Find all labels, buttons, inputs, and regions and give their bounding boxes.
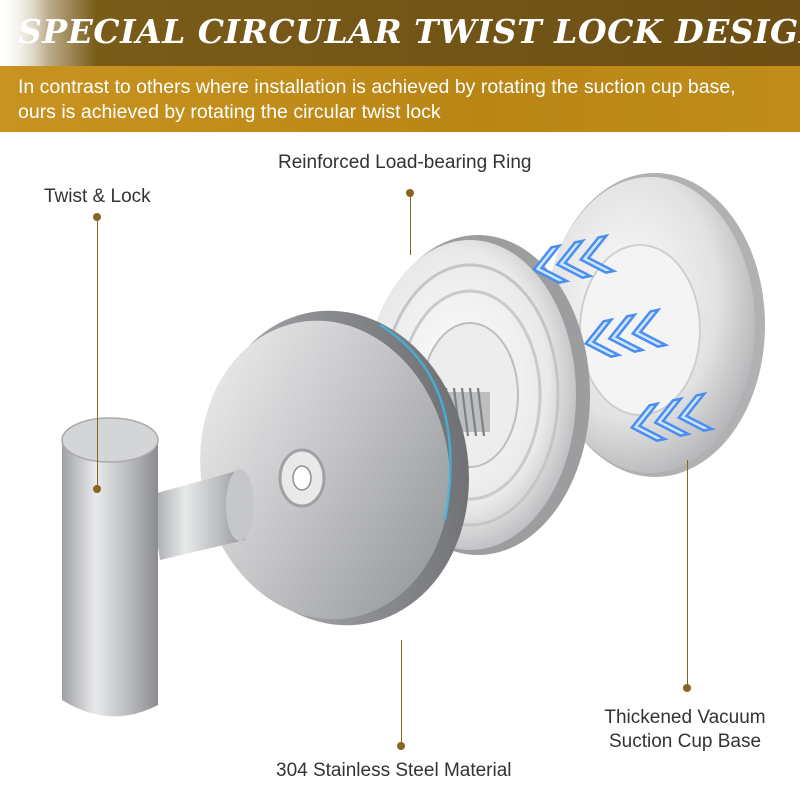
title-band — [0, 0, 800, 66]
callout-vacuum-base-line — [686, 460, 688, 686]
callout-twist-lock: Twist & Lock — [44, 186, 151, 207]
page-title: SPECIAL CIRCULAR TWIST LOCK DESIGN — [18, 12, 800, 51]
callout-twist-lock-end-dot — [93, 485, 101, 493]
page-subtitle: In contrast to others where installation… — [18, 76, 736, 123]
suction-cup-base — [545, 173, 765, 477]
callout-vacuum-base: Thickened Vacuum Suction Cup Base — [590, 706, 780, 754]
callout-load-ring: Reinforced Load-bearing Ring — [278, 152, 532, 173]
callout-steel: 304 Stainless Steel Material — [276, 760, 512, 781]
callout-steel-dot — [397, 742, 405, 750]
chevron-arrow-icon — [531, 233, 716, 442]
title-band-highlight — [0, 0, 800, 66]
hook-post — [61, 417, 159, 717]
callout-steel-line — [400, 640, 402, 745]
hook-arm — [150, 469, 254, 560]
callout-vacuum-base-line1: Thickened Vacuum — [604, 707, 766, 728]
callout-vacuum-base-dot — [683, 684, 691, 692]
twist-lock-disc — [200, 310, 469, 626]
callout-load-ring-line — [409, 193, 411, 255]
subtitle-band — [0, 66, 800, 132]
callout-vacuum-base-line2: Suction Cup Base — [608, 731, 762, 752]
callout-twist-lock-line — [96, 217, 98, 489]
